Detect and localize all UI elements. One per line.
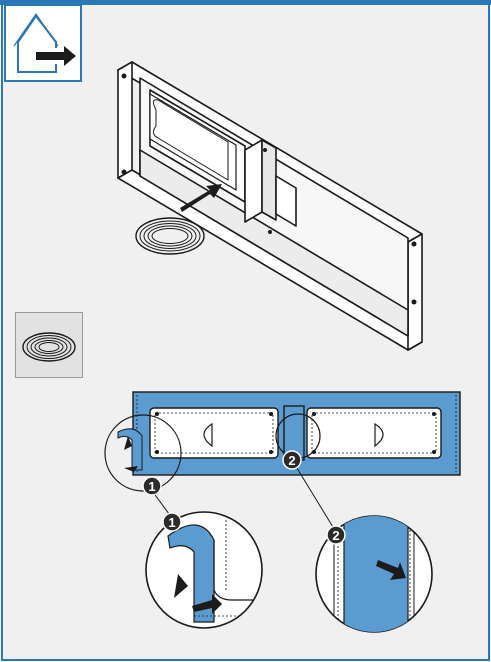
step-icon-box	[4, 4, 82, 82]
callout-number: 1	[168, 515, 175, 530]
press-arrow-icon	[376, 560, 406, 580]
callout-badge-1-front: 1	[142, 476, 162, 496]
callout-number: 2	[332, 528, 339, 543]
callout-badge-2-detail: 2	[326, 525, 346, 545]
part-box-tape-roll	[15, 312, 83, 378]
press-arrow-right-icon	[192, 594, 222, 614]
callout-badge-2-front: 2	[282, 450, 302, 470]
tape-roll-icon	[22, 332, 76, 362]
tape-coil-icon	[135, 217, 205, 255]
callout-badge-1-detail: 1	[162, 512, 182, 532]
callout-number: 1	[148, 479, 155, 494]
top-accent-rule	[0, 0, 491, 5]
detail-marker-1	[104, 414, 182, 492]
press-arrow-up-icon	[174, 574, 188, 598]
house-exit-arrow-icon	[13, 12, 76, 73]
insert-arrow-icon	[180, 184, 222, 212]
callout-number: 2	[288, 453, 295, 468]
